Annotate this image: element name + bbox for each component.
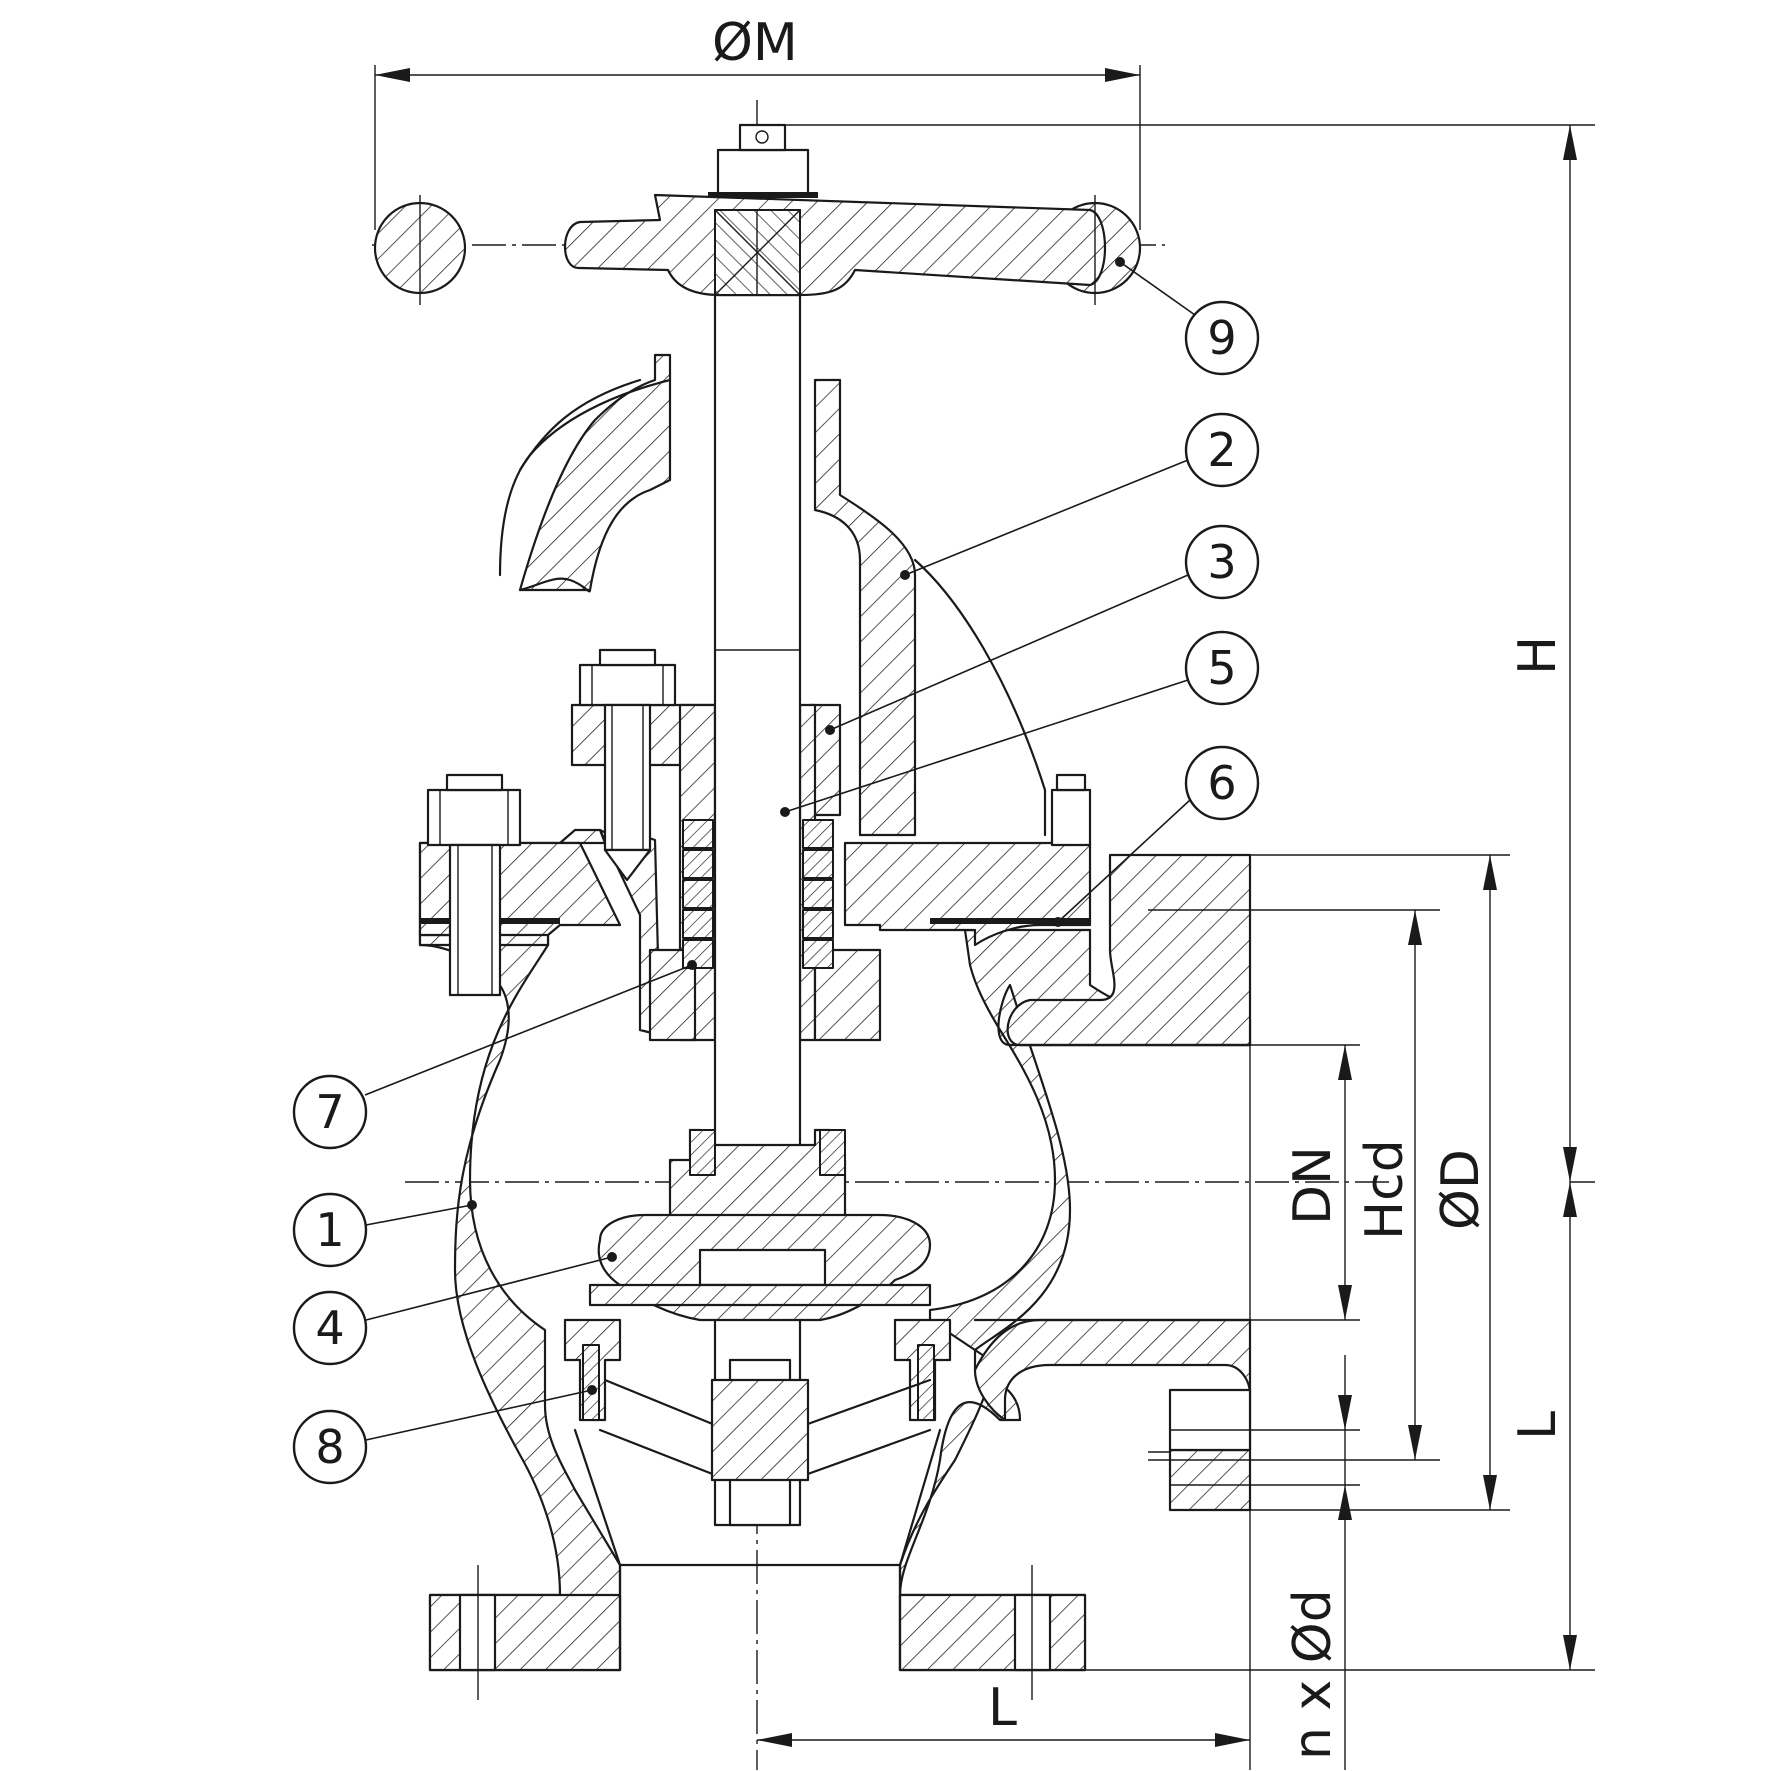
callouts: 9 2 3 5 6 7 [292, 257, 1260, 1485]
svg-text:6: 6 [1207, 756, 1236, 810]
dim-label-L-side: L [1508, 1411, 1568, 1440]
svg-text:7: 7 [315, 1085, 344, 1139]
callout-4: 4 [292, 1252, 617, 1366]
gland-bolt [578, 648, 677, 882]
svg-text:2: 2 [1207, 423, 1236, 477]
callout-5: 5 [780, 630, 1260, 817]
dim-label-Hcd: Hcd [1355, 1139, 1415, 1240]
dim-label-D: ØD [1431, 1149, 1491, 1230]
svg-text:8: 8 [315, 1420, 344, 1474]
callout-7: 7 [292, 960, 697, 1150]
svg-text:4: 4 [315, 1301, 344, 1355]
dim-label-nd: n x Ød [1283, 1589, 1343, 1760]
svg-text:3: 3 [1207, 535, 1236, 589]
svg-text:9: 9 [1207, 311, 1236, 365]
seat-ring [563, 1318, 952, 1482]
svg-text:1: 1 [315, 1203, 344, 1257]
dim-label-H: H [1508, 636, 1568, 675]
dim-label-L-bottom: L [988, 1678, 1017, 1738]
bonnet-bolts [426, 773, 1092, 997]
callout-8: 8 [292, 1385, 597, 1485]
handwheel [373, 123, 1142, 297]
dimension-lines [374, 65, 1595, 1770]
callout-6: 6 [1053, 745, 1260, 927]
dim-label-DN: DN [1283, 1146, 1343, 1225]
disc [588, 1128, 932, 1322]
callout-2: 2 [900, 412, 1260, 580]
callout-1: 1 [292, 1192, 477, 1268]
callout-9: 9 [1115, 257, 1260, 376]
dim-label-M: ØM [712, 13, 798, 73]
svg-text:5: 5 [1207, 641, 1236, 695]
dimension-labels: ØM H DN Hcd ØD L L n x Ød [712, 13, 1568, 1760]
callout-3: 3 [825, 524, 1260, 735]
